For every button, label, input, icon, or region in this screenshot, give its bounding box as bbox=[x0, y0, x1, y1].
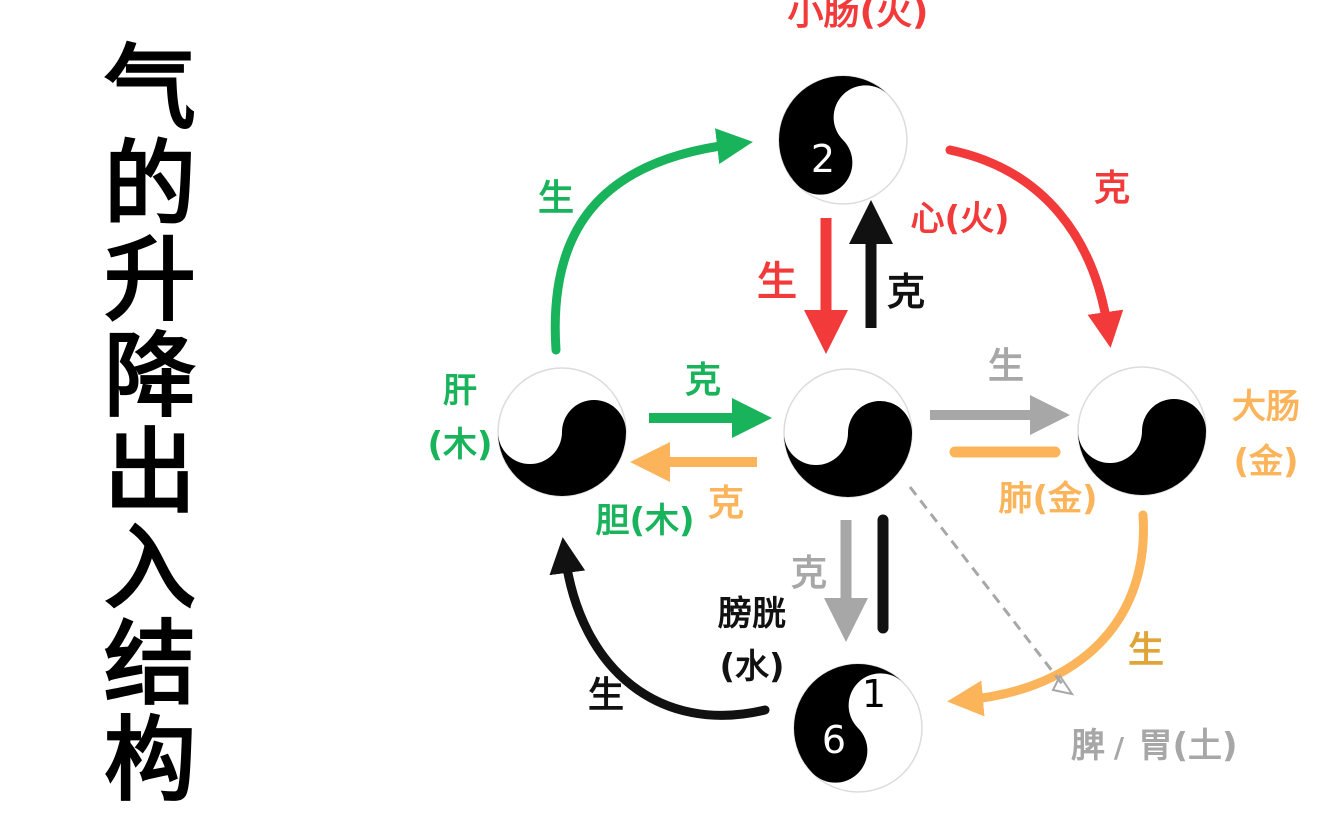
label-spleen: 脾 bbox=[1071, 726, 1105, 766]
node-bottom-lower-number: 6 bbox=[822, 718, 846, 762]
title-char: 构 bbox=[103, 706, 196, 814]
dashed-arrow-center-to-earth bbox=[908, 486, 1065, 686]
arrow-top-to-right bbox=[945, 145, 1124, 348]
title-char: 的 bbox=[103, 130, 196, 238]
edge-label-center-to-right: 生 bbox=[988, 346, 1024, 387]
arrow-left-to-top bbox=[550, 128, 753, 355]
arrow-bottom-to-left bbox=[549, 537, 770, 720]
label-bladder-line1: 膀胱 bbox=[718, 594, 786, 634]
label-large-intestine-line1: 大肠 bbox=[1232, 387, 1300, 427]
node-left-upper-number: 8 bbox=[517, 390, 541, 434]
node-bottom-upper-number: 1 bbox=[862, 672, 886, 716]
dashed-arrowhead bbox=[1051, 674, 1075, 696]
node-top-upper-number: 7 bbox=[848, 82, 872, 126]
node-right-upper-number: 4 bbox=[1105, 377, 1129, 421]
label-liver-line2: (木) bbox=[427, 425, 492, 465]
edge-label-center-to-top: 克 bbox=[887, 270, 925, 314]
node-right-lower-number: 9 bbox=[1150, 419, 1174, 463]
title-char: 降 bbox=[103, 322, 196, 430]
title-char: 气 bbox=[103, 34, 196, 142]
edge-label-left-to-top: 生 bbox=[538, 178, 574, 219]
edge-label-top-to-center: 生 bbox=[757, 259, 797, 305]
label-heart: 心(火) bbox=[910, 199, 1009, 239]
label-lung: 肺(金) bbox=[998, 479, 1097, 519]
label-liver-line1: 肝 bbox=[443, 371, 477, 411]
title-char: 结 bbox=[103, 610, 196, 718]
label-bladder-line2: (水) bbox=[719, 647, 784, 687]
edge-label-left-to-center: 克 bbox=[685, 360, 721, 401]
label-stomach: 胃(土) bbox=[1138, 726, 1237, 766]
node-top bbox=[751, 48, 935, 232]
label-large-intestine-line2: (金) bbox=[1233, 442, 1298, 482]
vertical-title: 气 的 升 降 出 入 结 构 bbox=[80, 34, 220, 808]
edge-label-center-to-left: 克 bbox=[708, 483, 744, 524]
node-top-lower-number: 2 bbox=[811, 137, 835, 181]
node-center-upper-number: 10 bbox=[787, 405, 833, 446]
title-char: 出 bbox=[103, 418, 196, 526]
edge-label-center-to-bottom: 克 bbox=[791, 553, 827, 594]
label-slash: / bbox=[1114, 731, 1125, 764]
edge-label-bottom-to-left: 生 bbox=[588, 675, 624, 716]
arrow-right-to-bottom bbox=[947, 510, 1148, 717]
node-center-lower-number: 5 bbox=[856, 430, 880, 474]
node-left-lower-number: 3 bbox=[565, 437, 589, 481]
title-char: 升 bbox=[103, 226, 196, 334]
title-char: 入 bbox=[103, 514, 196, 622]
edge-label-top-to-right: 克 bbox=[1094, 168, 1130, 209]
label-gallbladder: 胆(木) bbox=[595, 501, 694, 541]
node-right bbox=[1077, 366, 1207, 496]
edge-label-right-to-bottom: 生 bbox=[1128, 630, 1164, 671]
node-bottom bbox=[766, 636, 950, 816]
label-small-intestine: 小肠(火) bbox=[788, 0, 929, 33]
